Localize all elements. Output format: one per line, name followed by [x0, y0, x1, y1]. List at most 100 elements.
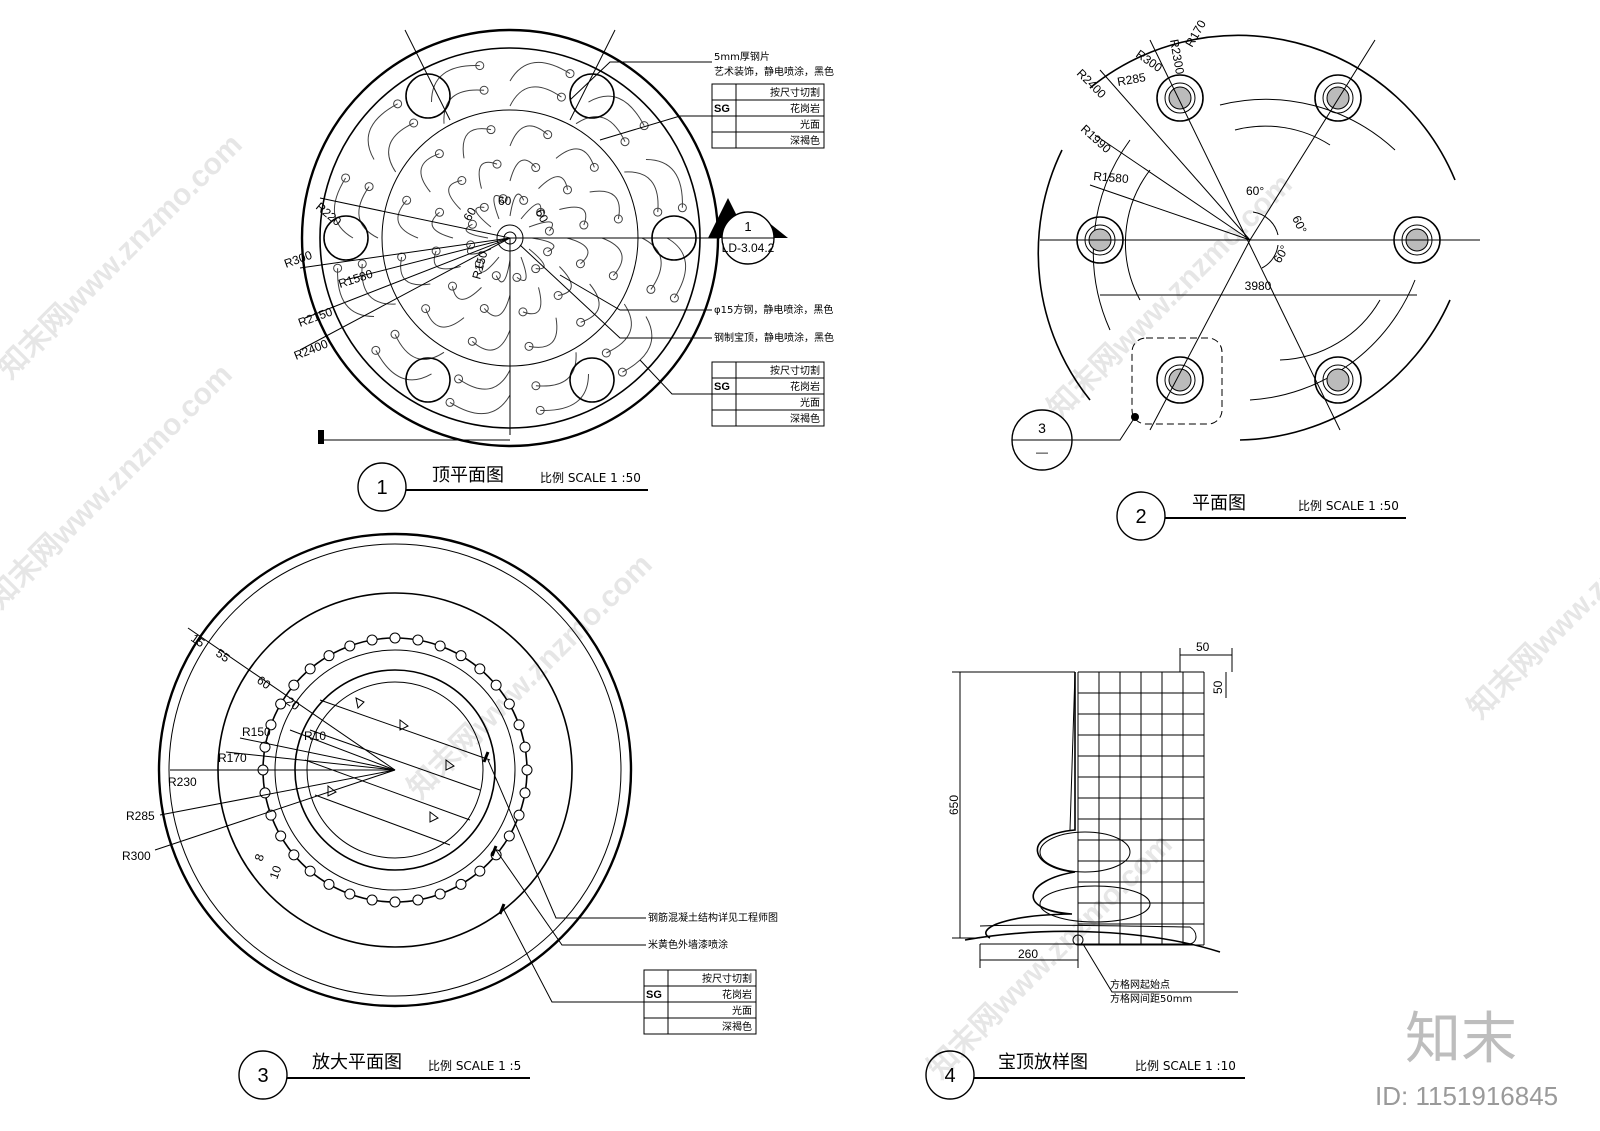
drawing-3-enlarged-plan: 15 55 60 20 R150 R10 R170 R230 R285 R300… — [122, 532, 778, 1100]
drawing-title: 顶平面图 — [432, 465, 504, 486]
table-cell: 花岗岩 — [722, 988, 752, 1001]
column — [405, 357, 451, 403]
layout-grid — [1077, 671, 1205, 946]
inner-arc — [1249, 279, 1416, 401]
ring-arc — [1124, 169, 1151, 301]
table-cell: 按尺寸切割 — [770, 86, 820, 99]
column — [323, 215, 369, 261]
table-cell: 深褐色 — [790, 412, 820, 425]
dim-label: 60° — [1289, 213, 1309, 236]
section-sheet: LD-3.04.2 — [722, 241, 775, 255]
note-structure: 钢筋混凝土结构详见工程师图 — [648, 911, 778, 924]
dim-label: R170 — [218, 751, 247, 765]
detail-callout-box — [1131, 337, 1223, 425]
drawing-title-block: 1 顶平面图 比例 SCALE 1 :50 — [357, 462, 648, 512]
drawing-title-block: 4 宝顶放样图 比例 SCALE 1 :10 — [925, 1050, 1245, 1100]
table-cell: 深褐色 — [790, 134, 820, 147]
drawing-number: 1 — [376, 477, 387, 499]
section-marker: 1 LD-3.04.2 — [708, 198, 788, 265]
dim-label: 8 — [252, 852, 268, 863]
drawing-title-block: 3 放大平面图 比例 SCALE 1 :5 — [238, 1050, 530, 1100]
drawing-scale: 比例 SCALE 1 :10 — [1135, 1059, 1236, 1073]
material-table-a: SG 按尺寸切割 花岗岩 光面 深褐色 — [711, 83, 825, 149]
watermark-id: ID: 1151916845 — [1375, 1081, 1558, 1111]
table-cell: 深褐色 — [722, 1020, 752, 1033]
note-line: 方格网起始点 — [1110, 978, 1170, 991]
dim-label: 60 — [460, 205, 479, 224]
dim-label: 60° — [1270, 243, 1291, 266]
note-line: 艺术装饰，静电喷涂，黑色 — [714, 65, 834, 78]
dim-label: 60 — [532, 207, 551, 226]
dim-label: 60° — [1246, 184, 1264, 198]
dim-label: 50 — [1211, 680, 1225, 694]
dim-label: 50 — [1196, 640, 1210, 654]
table-cell: 光面 — [800, 118, 820, 131]
drawing-number: 2 — [1135, 506, 1146, 528]
dim-label: R285 — [1116, 70, 1147, 89]
drawing-number: 3 — [257, 1065, 268, 1087]
dim-label: R2400 — [292, 336, 330, 362]
dim-label: R230 — [168, 775, 197, 789]
column — [405, 73, 451, 119]
drawing-2-plan: R300 R2300 R170 R285 R2400 R1990 R1580 6… — [1011, 17, 1480, 541]
drawing-title: 宝顶放样图 — [998, 1052, 1088, 1073]
drawing-number: 4 — [944, 1065, 955, 1087]
table-cell: SG — [714, 381, 730, 393]
note-paint: 米黄色外墙漆喷涂 — [648, 938, 728, 951]
inner-arc — [1219, 98, 1396, 151]
outer-arc — [1239, 299, 1451, 441]
dim-label: 260 — [1018, 947, 1038, 961]
drawing-scale: 比例 SCALE 1 :50 — [540, 471, 641, 485]
drawing-title: 放大平面图 — [312, 1052, 402, 1073]
material-table-b: SG 按尺寸切割 花岗岩 光面 深褐色 — [711, 361, 825, 427]
table-cell: 花岗岩 — [790, 380, 820, 393]
column — [569, 73, 615, 119]
dim-label: 3980 — [1245, 279, 1272, 293]
outer-arc — [1037, 149, 1091, 401]
detail-marker: 3 — — [1011, 409, 1073, 471]
dim-label: 10 — [267, 863, 285, 881]
detail-sheet: — — [1036, 445, 1048, 459]
table-cell: 光面 — [732, 1004, 752, 1017]
drawing-4-crown-layout: 650 50 50 260 方格网起始点 方格网间距50mm 4 宝顶放样图 比… — [925, 640, 1245, 1100]
drawing-1-roof-plan: R220 R300 R1580 R2150 R2400 R150 60 60 6… — [282, 28, 834, 512]
crown-profile — [985, 672, 1076, 939]
dim-label: R300 — [282, 248, 314, 271]
ring-arc — [1234, 125, 1331, 146]
material-table: SG 按尺寸切割 花岗岩 光面 深褐色 — [643, 969, 757, 1035]
note-line: 方格网间距50mm — [1110, 992, 1192, 1005]
drawing-scale: 比例 SCALE 1 :5 — [428, 1059, 521, 1073]
watermark-layer: 知末网www.znzmo.com 知末网www.znzmo.com 知末网www… — [0, 128, 1600, 1085]
dim-label: R150 — [242, 725, 271, 739]
drawing-title-block: 2 平面图 比例 SCALE 1 :50 — [1116, 491, 1406, 541]
table-cell: 光面 — [800, 396, 820, 409]
ring-arc — [1279, 299, 1381, 361]
dim-label: R285 — [126, 809, 155, 823]
watermark-text: 知末网www.znzmo.com — [0, 358, 239, 615]
dim-label: R10 — [304, 729, 326, 743]
outer-ring-inner — [168, 543, 622, 997]
dim-label: R1990 — [1078, 122, 1114, 156]
watermark-brand: 知末 — [1405, 1007, 1517, 1072]
table-cell: 按尺寸切割 — [702, 972, 752, 985]
note-rod: φ15方钢，静电喷涂，黑色 — [714, 303, 833, 316]
outer-arc — [1089, 34, 1456, 181]
dim-label: R170 — [1182, 17, 1209, 49]
dim-label: 55 — [213, 646, 232, 665]
detail-number: 3 — [1038, 420, 1046, 436]
column — [569, 357, 615, 403]
section-number: 1 — [744, 219, 751, 234]
note-line: 5mm厚钢片 — [714, 50, 770, 63]
table-cell: SG — [714, 103, 730, 115]
dim-label: 60 — [498, 194, 512, 208]
watermark-text: 知末网www.znzmo.com — [1462, 468, 1600, 725]
dim-label: R300 — [122, 849, 151, 863]
dim-label: R1580 — [1093, 169, 1130, 186]
dim-label: R2400 — [1074, 66, 1109, 101]
grid-origin-point — [1072, 934, 1084, 946]
dim-label: R1580 — [337, 267, 375, 291]
drawing-scale: 比例 SCALE 1 :50 — [1298, 499, 1399, 513]
drawing-title: 平面图 — [1192, 493, 1246, 514]
note-crown: 钢制宝顶，静电喷涂，黑色 — [714, 331, 834, 344]
